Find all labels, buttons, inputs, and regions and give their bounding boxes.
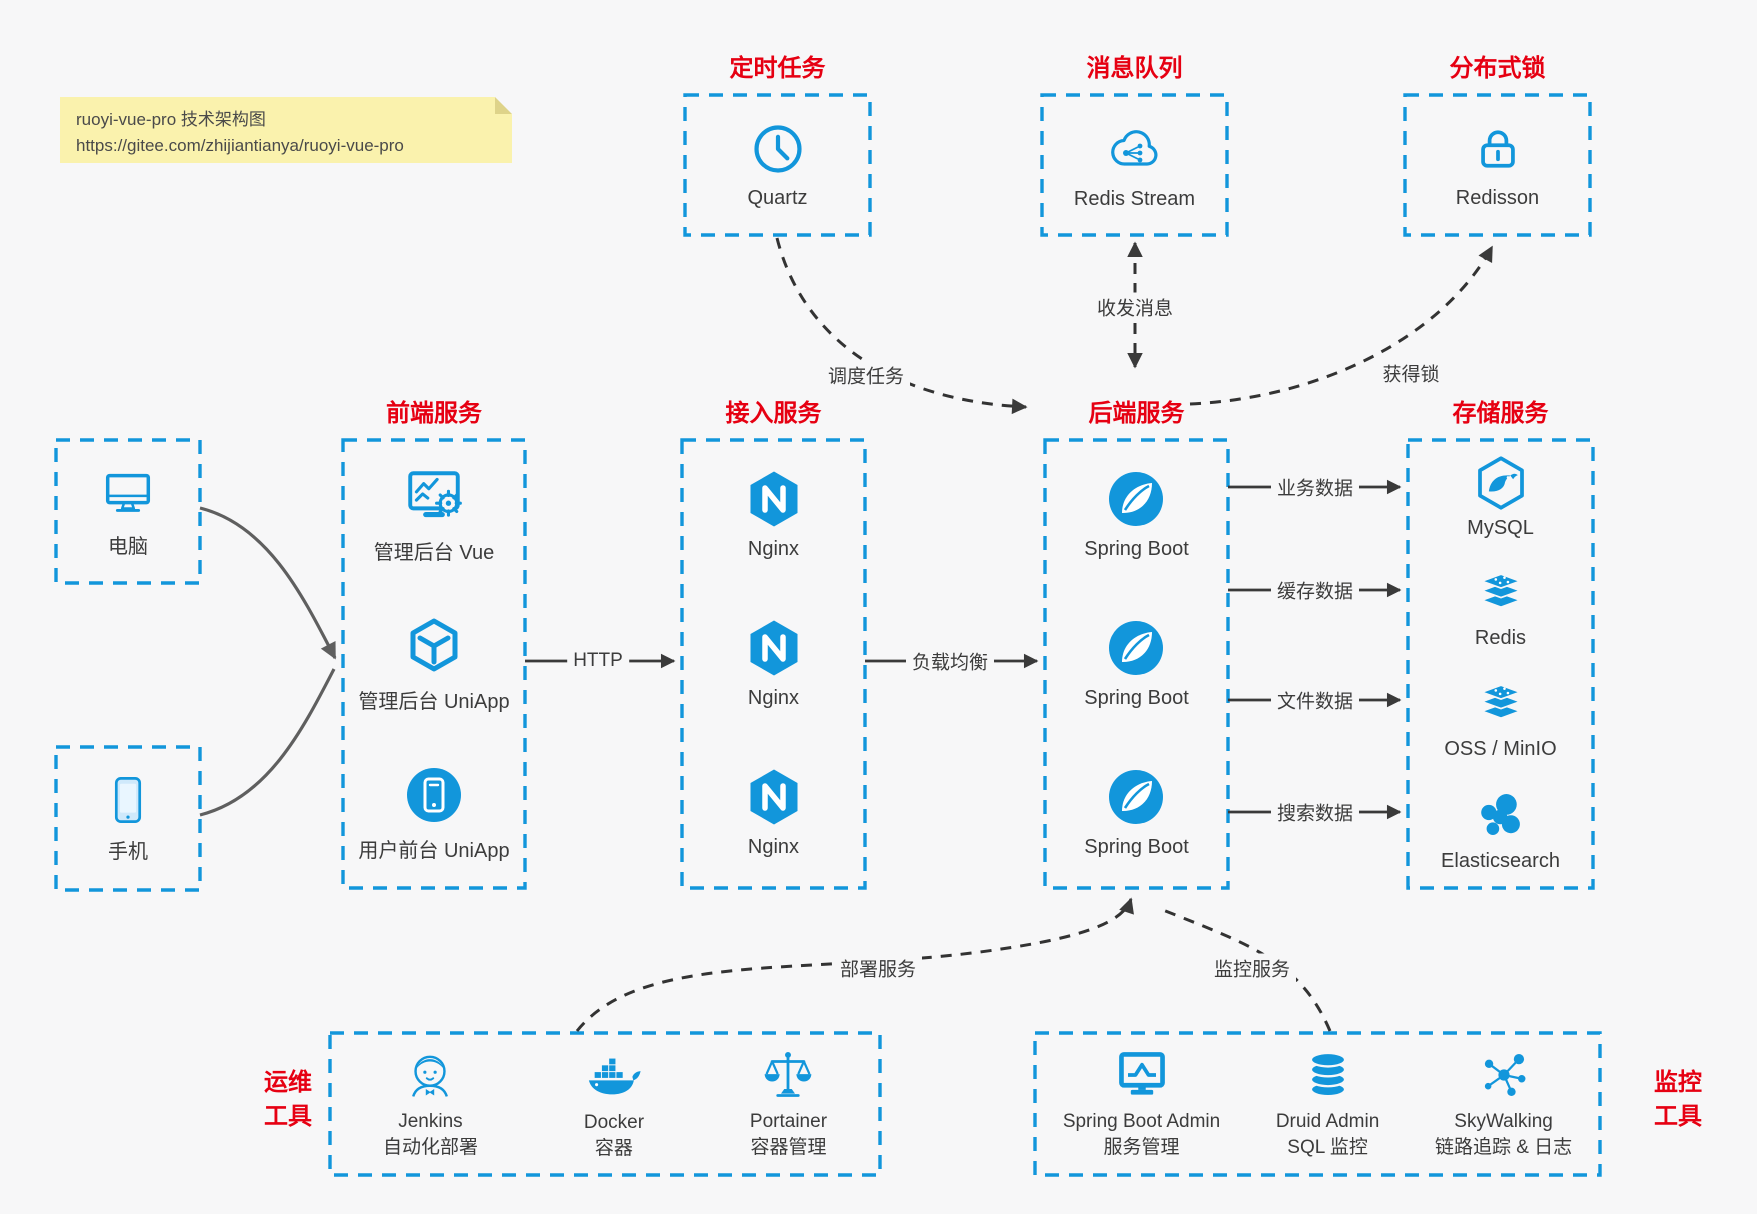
- note-fold-corner: [495, 97, 512, 114]
- edge-pc-to-frontend: [199, 506, 337, 660]
- box-ops-tools: [328, 1031, 882, 1177]
- edge-acquire-lock: [1189, 245, 1494, 406]
- edge-label-acquire-lock: 获得锁: [1376, 358, 1446, 388]
- edge-mobile-to-frontend: [199, 668, 336, 817]
- box-lock: [1403, 93, 1592, 237]
- edge-label-business-data: 业务数据: [1270, 472, 1360, 502]
- box-gateway: [680, 438, 867, 890]
- edge-label-deploy-service: 部署服务: [833, 953, 923, 983]
- edge-label-search-data: 搜索数据: [1270, 797, 1360, 827]
- box-pc: [54, 438, 202, 585]
- box-backend: [1043, 438, 1230, 890]
- sticky-note: ruoyi-vue-pro 技术架构图 https://gitee.com/zh…: [60, 97, 512, 163]
- edge-label-cache-data: 缓存数据: [1270, 575, 1360, 605]
- note-url: https://gitee.com/zhijiantianya/ruoyi-vu…: [76, 136, 404, 156]
- edge-schedule-task: [775, 237, 1028, 415]
- note-title: ruoyi-vue-pro 技术架构图: [76, 110, 266, 129]
- edge-label-monitor-service: 监控服务: [1207, 953, 1297, 983]
- edge-label-http: HTTP: [567, 649, 629, 673]
- box-storage: [1406, 438, 1595, 890]
- edge-label-schedule-task: 调度任务: [821, 360, 911, 390]
- box-frontend: [341, 438, 527, 890]
- edge-monitor-service: [1157, 906, 1332, 1032]
- box-scheduler: [683, 93, 872, 237]
- box-mq: [1040, 93, 1229, 237]
- box-monitor-tools: [1033, 1031, 1602, 1177]
- edge-label-load-balance: 负载均衡: [905, 646, 995, 676]
- box-mobile: [54, 745, 202, 892]
- edge-label-file-data: 文件数据: [1270, 685, 1360, 715]
- edge-label-send-receive-msg: 收发消息: [1090, 292, 1180, 322]
